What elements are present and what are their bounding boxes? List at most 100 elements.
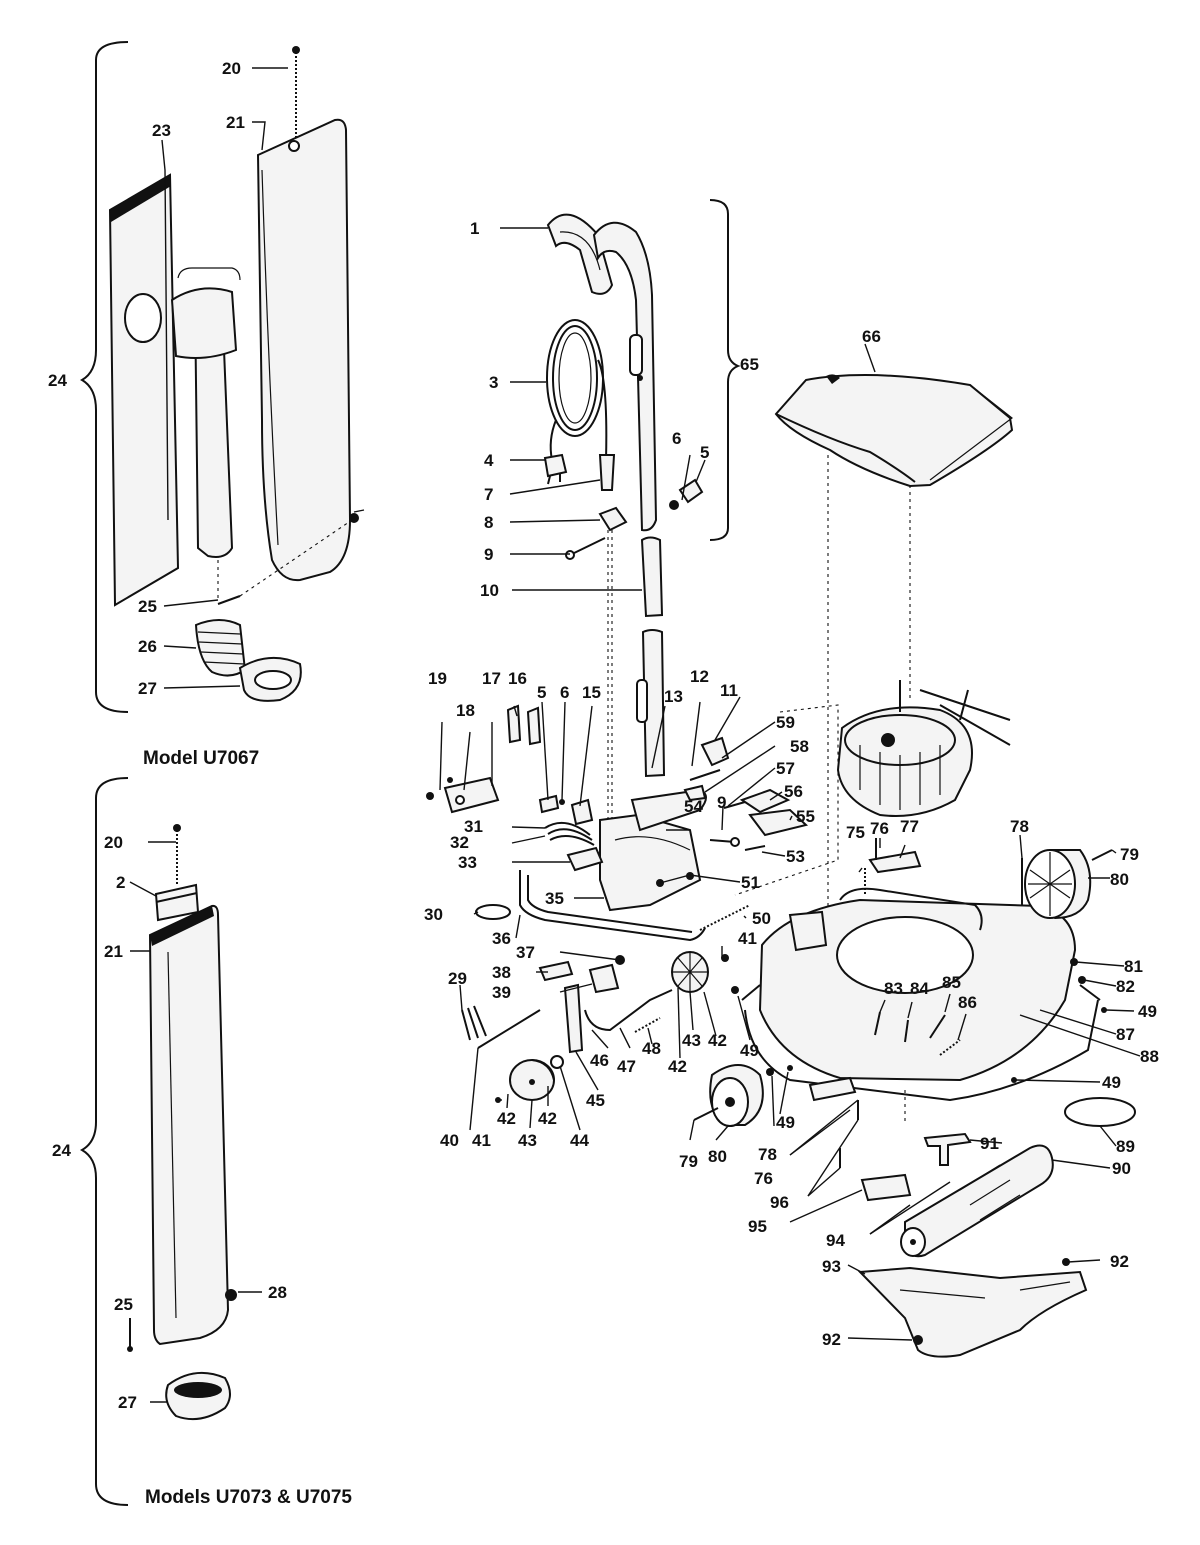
- label-25b: 25: [114, 1295, 133, 1314]
- label-95: 95: [748, 1217, 767, 1236]
- label-24a: 24: [48, 371, 67, 390]
- label-9b: 9: [717, 793, 726, 812]
- pedal-39: [588, 963, 620, 994]
- label-75: 75: [846, 823, 865, 842]
- label-81: 81: [1124, 957, 1143, 976]
- screw-9: [569, 537, 606, 556]
- elbow-hose-26: [194, 619, 247, 677]
- label-6b: 6: [560, 683, 569, 702]
- label-19: 19: [428, 669, 447, 688]
- handle-extension: [641, 629, 666, 778]
- washer-44: [550, 1055, 564, 1069]
- label-30: 30: [424, 905, 443, 924]
- base-assembly: [693, 374, 1136, 1358]
- label-78b: 78: [758, 1145, 777, 1164]
- label-58: 58: [790, 737, 809, 756]
- label-80b: 80: [708, 1147, 727, 1166]
- label-26: 26: [138, 637, 157, 656]
- label-39: 39: [492, 983, 511, 1002]
- brushroll-90: [900, 1144, 1054, 1258]
- model-title-bottom: Models U7073 & U7075: [145, 1487, 352, 1508]
- label-7: 7: [484, 485, 493, 504]
- label-86: 86: [958, 993, 977, 1012]
- handle-tube: [592, 221, 658, 532]
- label-79a: 79: [1120, 845, 1139, 864]
- wheel-43-lower: [509, 1059, 555, 1101]
- label-76a: 76: [870, 819, 889, 838]
- label-56: 56: [784, 782, 803, 801]
- switch-housing-33: [566, 846, 604, 872]
- cord-3: [546, 319, 608, 461]
- pin-53: [744, 845, 766, 851]
- label-28: 28: [268, 1283, 287, 1302]
- clamp-30: [475, 904, 511, 920]
- fastener-49c: [787, 1065, 793, 1071]
- spring-86: [939, 1039, 961, 1056]
- label-77: 77: [900, 817, 919, 836]
- label-38: 38: [492, 963, 511, 982]
- label-57: 57: [776, 759, 795, 778]
- model-u7067-group: [79, 41, 365, 713]
- strain-relief-7: [598, 454, 616, 491]
- lower-tube-10: [640, 536, 664, 618]
- label-25a: 25: [138, 597, 157, 616]
- label-29: 29: [448, 969, 467, 988]
- handle-assembly: [543, 199, 741, 880]
- label-47: 47: [617, 1057, 636, 1076]
- label-87: 87: [1116, 1025, 1135, 1044]
- model-u7073-u7075-group: [79, 777, 237, 1506]
- label-55: 55: [796, 807, 815, 826]
- label-8: 8: [484, 513, 493, 532]
- bracket-96: [808, 1076, 857, 1102]
- motor-assembly: [836, 680, 1011, 817]
- label-17: 17: [482, 669, 501, 688]
- label-10: 10: [480, 581, 499, 600]
- label-35: 35: [545, 889, 564, 908]
- belt-89: [1064, 1097, 1136, 1127]
- part-labels: 20 21 23 24 25 26 27 Model U7067 20 2 21…: [48, 59, 1159, 1508]
- washer-58: [683, 784, 707, 802]
- knob-5b: [538, 794, 560, 814]
- label-3: 3: [489, 373, 498, 392]
- label-15: 15: [582, 683, 601, 702]
- screw-19b: [447, 777, 453, 783]
- label-43a: 43: [682, 1031, 701, 1050]
- label-21a: 21: [226, 113, 245, 132]
- base-fan-chamber: [836, 916, 974, 994]
- label-94: 94: [826, 1231, 845, 1250]
- link-46-47: [584, 989, 673, 1032]
- label-80a: 80: [1110, 870, 1129, 889]
- outer-bag-21: [256, 118, 352, 582]
- cord-clip-8: [598, 506, 628, 532]
- nut-6b: [559, 799, 565, 805]
- bail-36: [519, 870, 706, 942]
- motor-80-lower: [709, 1064, 764, 1127]
- tube-bracket: [177, 267, 241, 281]
- pedal-38: [538, 960, 574, 982]
- fastener-28: [225, 1289, 237, 1301]
- spring-50: [699, 904, 751, 931]
- label-44: 44: [570, 1131, 589, 1150]
- label-33: 33: [458, 853, 477, 872]
- screw-78b: [766, 1068, 774, 1076]
- label-78a: 78: [1010, 817, 1029, 836]
- label-82: 82: [1116, 977, 1135, 996]
- label-4: 4: [484, 451, 494, 470]
- bracket-65: [709, 199, 741, 541]
- fastener-82: [1078, 976, 1086, 984]
- label-92b: 92: [822, 1330, 841, 1349]
- terminals-16: [506, 704, 542, 746]
- handle-switch-slot: [629, 334, 643, 376]
- label-51: 51: [741, 873, 760, 892]
- label-84: 84: [910, 979, 929, 998]
- screws-85: [929, 1014, 946, 1039]
- bracket-77: [868, 850, 922, 874]
- hood-66: [774, 374, 1014, 488]
- label-46: 46: [590, 1051, 609, 1070]
- label-93: 93: [822, 1257, 841, 1276]
- fastener-81: [1070, 958, 1078, 966]
- label-36: 36: [492, 929, 511, 948]
- motor-80-right: [1024, 849, 1092, 920]
- label-1: 1: [470, 219, 479, 238]
